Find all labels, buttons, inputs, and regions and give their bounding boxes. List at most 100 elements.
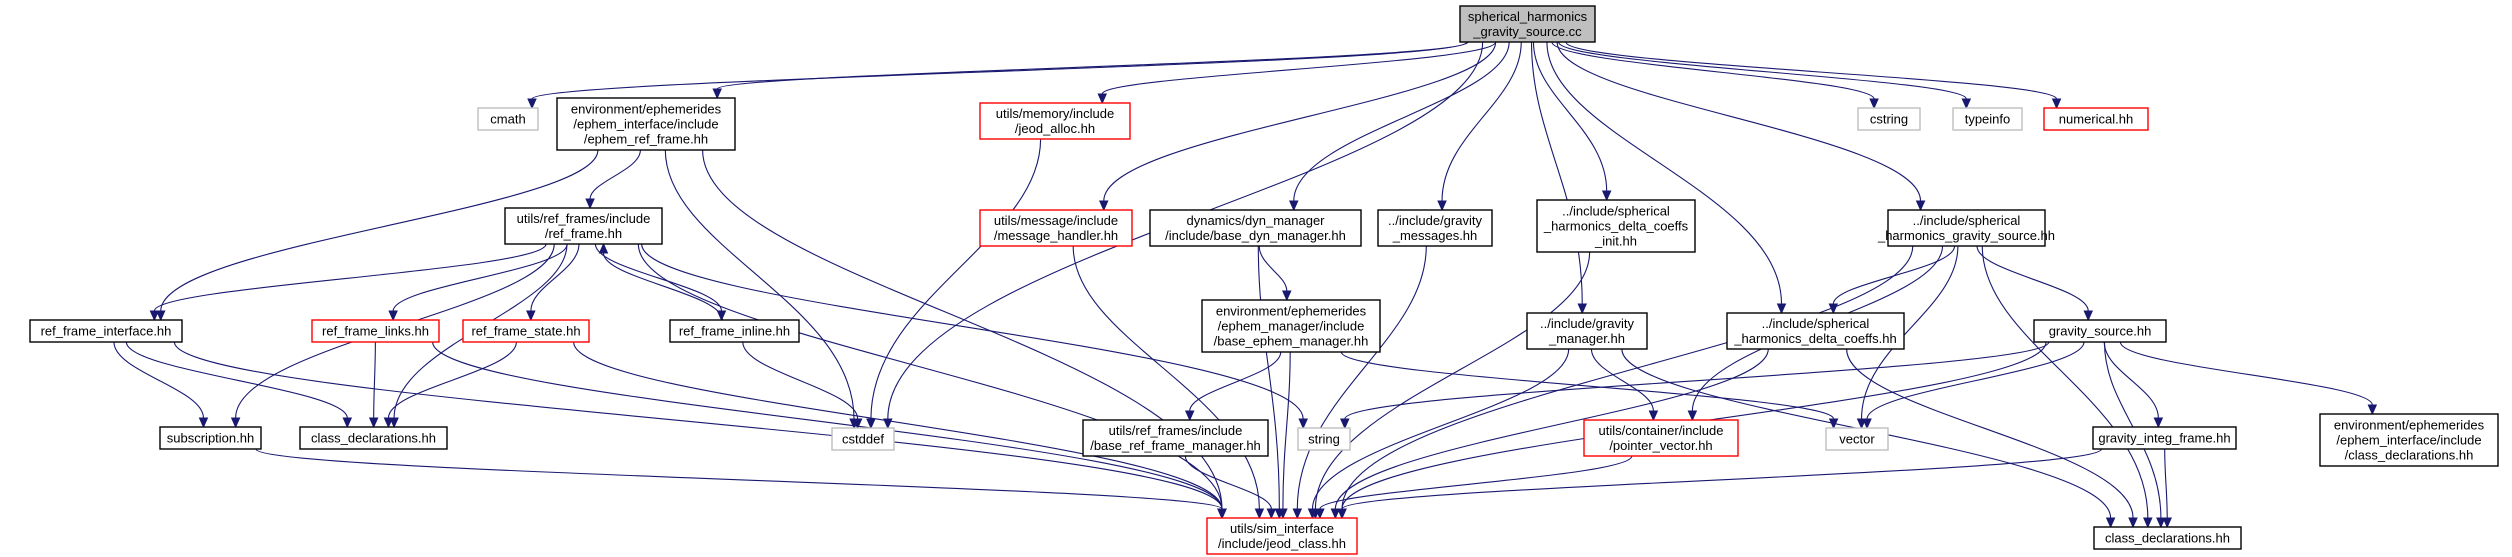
edge-line	[1341, 245, 1914, 510]
node-label: /message_handler.hh	[994, 228, 1118, 243]
edge-line	[1184, 455, 1272, 510]
node-gravity-source[interactable]: gravity_source.hh	[2033, 319, 2167, 343]
node-root[interactable]: spherical_harmonics_gravity_source.cc	[1459, 5, 1596, 43]
edge-arrowhead	[389, 417, 399, 429]
edge-line	[1344, 341, 2050, 420]
node-ref-frame-interface[interactable]: ref_frame_interface.hh	[29, 319, 183, 343]
node-delta-coeffs[interactable]: ../include/spherical_harmonics_delta_coe…	[1726, 312, 1905, 350]
node-box	[1583, 419, 1739, 457]
node-pointer-vector[interactable]: utils/container/include/pointer_vector.h…	[1583, 419, 1739, 457]
edge-arrowhead	[1862, 418, 1872, 430]
node-jeod-class[interactable]: utils/sim_interface/include/jeod_class.h…	[1206, 517, 1358, 555]
node-cmath[interactable]: cmath	[477, 107, 539, 131]
node-gravity-messages[interactable]: ../include/gravity_messages.hh	[1377, 209, 1493, 247]
node-string[interactable]: string	[1297, 427, 1351, 451]
dependency-edge	[1288, 41, 1510, 212]
edge-arrowhead	[1292, 508, 1303, 520]
edge-arrowhead	[1869, 98, 1879, 110]
dependency-edge	[1278, 351, 1291, 520]
node-label: gravity_integ_frame.hh	[2098, 431, 2230, 446]
node-label: /base_ephem_manager.hh	[1214, 334, 1369, 349]
node-typeinfo[interactable]: typeinfo	[1952, 107, 2023, 131]
node-gravity-manager[interactable]: ../include/gravity_manager.hh	[1526, 312, 1648, 350]
dependency-edge	[664, 149, 859, 430]
node-base-dyn-manager[interactable]: dynamics/dyn_manager/include/base_dyn_ma…	[1149, 209, 1362, 247]
edge-line	[870, 138, 1042, 420]
dependency-edge	[1310, 251, 1591, 520]
edge-arrowhead	[1266, 508, 1277, 520]
edge-arrowhead	[1254, 508, 1265, 520]
edge-arrowhead	[1307, 508, 1318, 520]
node-ephem-ref-frame[interactable]: environment/ephemerides/ephem_interface/…	[556, 97, 736, 151]
node-ref-frame-state[interactable]: ref_frame_state.hh	[462, 319, 590, 343]
edge-line	[2103, 341, 2159, 419]
node-base-ephem-manager[interactable]: environment/ephemerides/ephem_manager/in…	[1201, 299, 1381, 353]
node-box	[159, 426, 262, 450]
edge-line	[1282, 351, 1291, 510]
edge-line	[432, 341, 1223, 510]
dependency-edge	[585, 149, 641, 210]
dependency-edge	[637, 243, 1227, 520]
dependency-edge	[2103, 341, 2164, 429]
edge-arrowhead	[1099, 200, 1109, 212]
node-label: /ephem_interface/include	[2336, 433, 2481, 448]
dependency-edge	[1565, 41, 2062, 110]
node-box	[2319, 413, 2499, 467]
edge-line	[1551, 41, 1875, 100]
node-box	[299, 426, 448, 450]
node-message-handler[interactable]: utils/message/include/message_handler.hh	[979, 209, 1133, 247]
dependency-edge	[866, 138, 1042, 430]
edge-line	[1257, 245, 1280, 510]
node-base-ref-frame-manager[interactable]: utils/ref_frames/include/base_ref_frame_…	[1082, 419, 1269, 457]
edge-line	[1981, 245, 2149, 519]
node-cstddef[interactable]: cstddef	[831, 427, 895, 451]
edge-arrowhead	[2051, 98, 2062, 110]
dependency-edge	[1184, 351, 1282, 422]
edge-line	[742, 341, 859, 420]
node-box	[979, 209, 1133, 247]
node-ref-frame-links[interactable]: ref_frame_links.hh	[311, 319, 440, 343]
node-box	[556, 97, 736, 151]
node-ref-frame[interactable]: utils/ref_frames/include/ref_frame.hh	[504, 207, 663, 245]
node-label: /ephem_ref_frame.hh	[584, 132, 708, 147]
edge-arrowhead	[1288, 200, 1299, 212]
edge-arrowhead	[1337, 508, 1347, 520]
edge-arrowhead	[2367, 404, 2378, 416]
edge-line	[1590, 348, 1654, 412]
node-class-declarations-rf[interactable]: class_declarations.hh	[299, 426, 448, 450]
node-label: /base_ref_frame_manager.hh	[1090, 438, 1261, 453]
node-numerical[interactable]: numerical.hh	[2043, 107, 2149, 131]
edge-line	[113, 341, 205, 419]
node-label: _harmonics_delta_coeffs.hh	[1733, 331, 1896, 346]
node-cstring[interactable]: cstring	[1857, 107, 1921, 131]
node-class-declarations-grav[interactable]: class_declarations.hh	[2093, 526, 2242, 550]
node-subscription[interactable]: subscription.hh	[159, 426, 262, 450]
node-sh-gravity-source[interactable]: ../include/spherical_harmonics_gravity_s…	[1877, 209, 2055, 247]
edge-line	[387, 341, 517, 419]
edge-arrowhead	[712, 88, 722, 100]
edge-line	[373, 341, 376, 419]
node-box	[2092, 426, 2237, 450]
edge-line	[153, 243, 547, 312]
node-label: cstddef	[842, 432, 884, 447]
dependency-edge	[1072, 245, 1265, 520]
node-label: ref_frame_links.hh	[322, 324, 429, 339]
node-label: _init.hh	[1594, 234, 1637, 249]
node-jeod-alloc[interactable]: utils/memory/include/jeod_alloc.hh	[979, 102, 1131, 140]
edge-line	[1565, 41, 2058, 100]
node-delta-coeffs-init[interactable]: ../include/spherical_harmonics_delta_coe…	[1536, 199, 1696, 253]
dependency-edge	[1099, 41, 1497, 212]
node-vector[interactable]: vector	[1825, 427, 1889, 451]
edge-line	[1258, 245, 1288, 292]
node-label: typeinfo	[1965, 112, 2011, 127]
node-ephem-class-declarations[interactable]: environment/ephemerides/ephem_interface/…	[2319, 413, 2499, 467]
edge-line	[664, 149, 855, 420]
node-ref-frame-inline[interactable]: ref_frame_inline.hh	[669, 319, 800, 343]
node-label: gravity_source.hh	[2049, 324, 2152, 339]
edge-arrowhead	[2153, 417, 2164, 429]
dependency-edge	[1862, 341, 2085, 430]
edge-arrowhead	[198, 417, 209, 429]
node-gravity-integ-frame[interactable]: gravity_integ_frame.hh	[2092, 426, 2237, 450]
edge-arrowhead	[2128, 517, 2138, 529]
node-box	[1201, 299, 1381, 353]
